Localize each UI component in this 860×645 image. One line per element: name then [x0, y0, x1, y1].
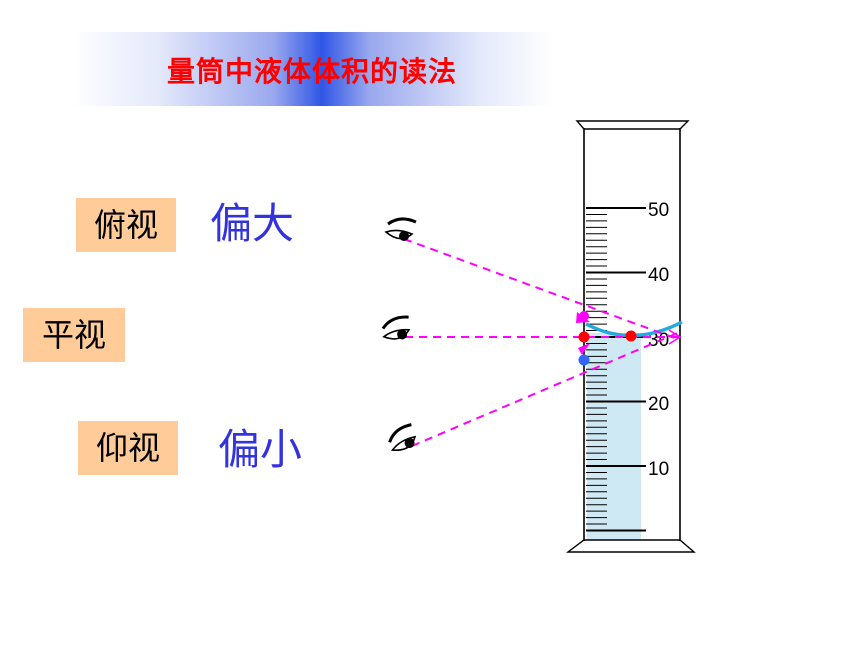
result-too-small: 偏小 [218, 425, 303, 474]
eye-icon [388, 423, 417, 452]
scale-label-50: 50 [648, 200, 669, 221]
scale-ticks [586, 207, 646, 532]
reading-dot-low [578, 354, 590, 366]
scale-label-10: 10 [648, 459, 669, 480]
eye-icon [384, 217, 417, 241]
sight-line-down [403, 238, 681, 341]
label-look-level: 平视 [23, 308, 125, 362]
cylinder-rim [575, 120, 690, 130]
meniscus-bottom-dot [625, 330, 637, 342]
cylinder-base [565, 539, 696, 553]
sight-line-up [411, 331, 681, 447]
reading-dot-level [578, 331, 590, 343]
page-title: 量筒中液体体积的读法 [166, 55, 457, 88]
liquid [587, 333, 641, 540]
title-banner: 量筒中液体体积的读法 [72, 32, 552, 106]
scale-label-40: 40 [648, 265, 669, 286]
label-look-down: 俯视 [76, 198, 176, 252]
label-look-up: 仰视 [78, 421, 178, 475]
eye-icon [381, 315, 411, 340]
result-too-large: 偏大 [210, 199, 295, 248]
arrow-head-up [578, 343, 590, 355]
scale-label-20: 20 [648, 394, 669, 415]
reading-dot-high [579, 311, 589, 321]
arrow-head-level [668, 329, 682, 345]
